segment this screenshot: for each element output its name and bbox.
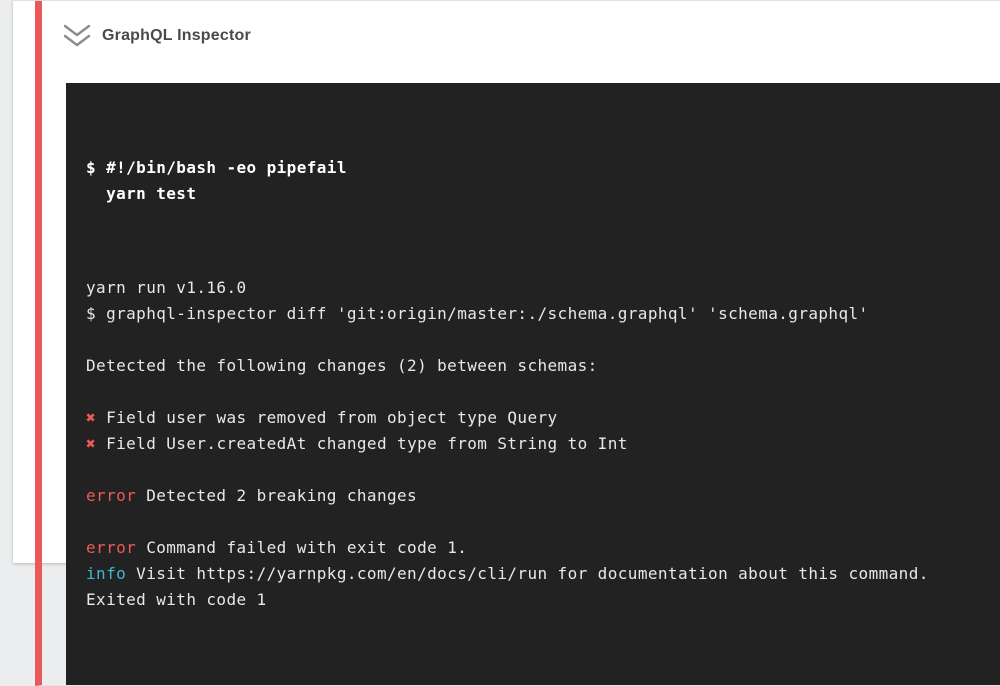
terminal-command-line: $ #!/bin/bash -eo pipefail [86, 158, 347, 177]
terminal-line: error Command failed with exit code 1. [86, 535, 1000, 561]
terminal-line: ✖ Field user was removed from object typ… [86, 405, 1000, 431]
terminal-line [86, 457, 1000, 483]
step-title: GraphQL Inspector [102, 27, 251, 44]
terminal-segment: Field User.createdAt changed type from S… [96, 434, 628, 453]
terminal-segment-red: error [86, 538, 137, 557]
terminal-segment: Detected the following changes (2) betwe… [86, 356, 598, 375]
terminal-segment-red: error [86, 486, 137, 505]
terminal-line: Exited with code 1 [86, 587, 1000, 613]
terminal-segment-cyan: info [86, 564, 127, 583]
terminal-line [86, 509, 1000, 535]
terminal-segment: Field user was removed from object type … [96, 408, 558, 427]
collapse-chevron-icon[interactable] [62, 23, 92, 49]
terminal-command: $ #!/bin/bash -eo pipefail yarn test [86, 155, 1000, 207]
build-step-graphql-inspector: GraphQL Inspector $ #!/bin/bash -eo pipe… [35, 1, 1000, 686]
terminal-segment: Command failed with exit code 1. [136, 538, 468, 557]
terminal-line: info Visit https://yarnpkg.com/en/docs/c… [86, 561, 1000, 587]
terminal-segment: $ graphql-inspector diff 'git:origin/mas… [86, 304, 869, 323]
terminal-log: yarn run v1.16.0 $ graphql-inspector diff… [86, 275, 1000, 613]
terminal-line: error Detected 2 breaking changes [86, 483, 1000, 509]
terminal-command-line: yarn test [86, 184, 197, 203]
terminal-line [86, 379, 1000, 405]
terminal-line: yarn run v1.16.0 [86, 275, 1000, 301]
step-header[interactable]: GraphQL Inspector [42, 1, 1000, 49]
terminal-segment: Visit https://yarnpkg.com/en/docs/cli/ru… [126, 564, 929, 583]
terminal-segment: Exited with code 1 [86, 590, 267, 609]
terminal-line: Detected the following changes (2) betwe… [86, 353, 1000, 379]
terminal-line [86, 327, 1000, 353]
terminal-segment-red: ✖ [86, 434, 97, 453]
terminal-line: ✖ Field User.createdAt changed type from… [86, 431, 1000, 457]
terminal-line: $ graphql-inspector diff 'git:origin/mas… [86, 301, 1000, 327]
job-output-card: GraphQL Inspector $ #!/bin/bash -eo pipe… [13, 0, 1000, 686]
terminal-segment: Detected 2 breaking changes [136, 486, 418, 505]
terminal-output: $ #!/bin/bash -eo pipefail yarn test yar… [66, 83, 1000, 685]
terminal-segment-red: ✖ [86, 408, 97, 427]
terminal-segment: yarn run v1.16.0 [86, 278, 247, 297]
